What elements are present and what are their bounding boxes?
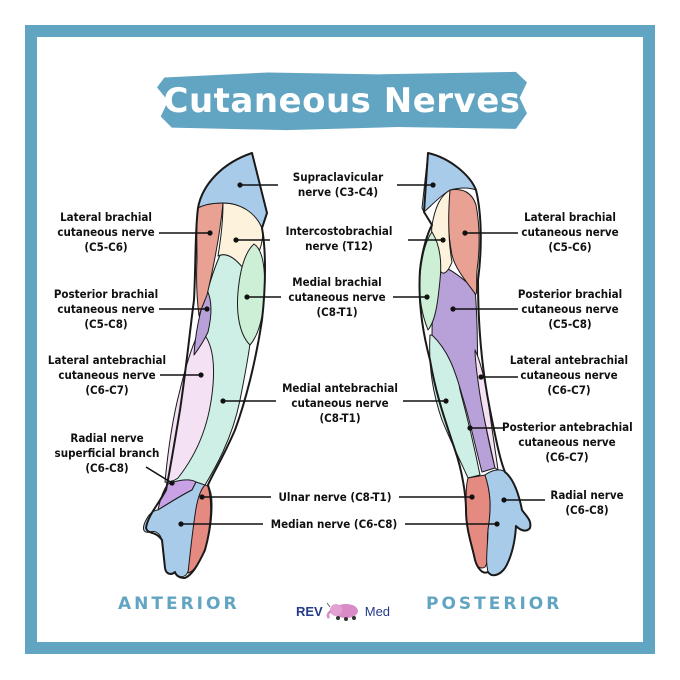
label-line: Intercostobrachial xyxy=(285,224,393,238)
anterior-label-lateral-brachial: Lateral brachial cutaneous nerve (C5-C6) xyxy=(52,210,160,255)
logo-text-rev: REV xyxy=(296,603,323,619)
posterior-label-posterior-antebrachial: Posterior antebrachial cutaneous nerve (… xyxy=(502,420,633,465)
label-line: Posterior brachial xyxy=(53,287,159,301)
label-line: cutaneous nerve xyxy=(57,302,155,316)
label-medial-brachial: Medial brachial cutaneous nerve (C8-T1) xyxy=(280,275,394,320)
label-line: Radial nerve xyxy=(550,488,624,502)
posterior-label-radial: Radial nerve (C6-C8) xyxy=(545,488,629,518)
label-intercostobrachial: Intercostobrachial nerve (T12) xyxy=(270,224,408,254)
label-line: cutaneous nerve xyxy=(521,302,619,316)
label-line: Lateral antebrachial xyxy=(509,353,629,367)
title-banner xyxy=(157,71,527,131)
label-line: nerve (C3-C4) xyxy=(297,185,379,199)
leader-dots xyxy=(169,182,507,527)
label-line: (C8-T1) xyxy=(319,411,361,425)
label-line: Lateral brachial xyxy=(60,210,152,224)
label-line: (C5-C8) xyxy=(548,317,592,331)
label-line: (C6-C7) xyxy=(547,383,591,397)
revmed-logo: REV Med xyxy=(296,600,390,622)
label-line: Ulnar nerve (C8-T1) xyxy=(278,490,392,504)
label-line: nerve (T12) xyxy=(305,239,373,253)
label-line: cutaneous nerve xyxy=(291,396,389,410)
view-label-posterior: POSTERIOR xyxy=(426,594,563,614)
posterior-arm xyxy=(418,152,532,577)
label-line: Medial brachial xyxy=(292,275,382,289)
posterior-label-lateral-antebrachial: Lateral antebrachial cutaneous nerve (C6… xyxy=(508,353,630,398)
label-line: (C5-C8) xyxy=(84,317,128,331)
label-line: (C6-C8) xyxy=(85,461,129,475)
region-lateral-brachial-posterior xyxy=(447,189,480,295)
label-line: cutaneous nerve xyxy=(521,225,619,239)
label-median: Median nerve (C6-C8) xyxy=(264,517,404,532)
label-line: Supraclavicular xyxy=(292,170,384,184)
elephant-icon xyxy=(326,602,358,621)
label-line: superficial branch xyxy=(54,446,160,460)
label-line: (C5-C6) xyxy=(84,240,128,254)
region-radial-posterior xyxy=(484,469,531,576)
region-posterior-brachial xyxy=(193,289,212,356)
posterior-label-posterior-brachial: Posterior brachial cutaneous nerve (C5-C… xyxy=(512,287,628,332)
label-line: Radial nerve xyxy=(70,431,144,445)
label-line: cutaneous nerve xyxy=(57,225,155,239)
label-line: Median nerve (C6-C8) xyxy=(270,517,398,531)
label-line: (C6-C8) xyxy=(565,503,609,517)
leader-lines xyxy=(145,184,545,525)
label-line: Posterior brachial xyxy=(517,287,623,301)
label-line: cutaneous nerve xyxy=(518,435,616,449)
label-line: cutaneous nerve xyxy=(288,290,386,304)
label-supraclavicular: Supraclavicular nerve (C3-C4) xyxy=(280,170,396,200)
label-line: cutaneous nerve xyxy=(520,368,618,382)
label-line: Lateral brachial xyxy=(524,210,616,224)
anterior-label-posterior-brachial: Posterior brachial cutaneous nerve (C5-C… xyxy=(48,287,164,332)
label-line: Posterior antebrachial xyxy=(502,420,633,434)
posterior-label-lateral-brachial: Lateral brachial cutaneous nerve (C5-C6) xyxy=(516,210,624,255)
anterior-label-lateral-antebrachial: Lateral antebrachial cutaneous nerve (C6… xyxy=(46,353,168,398)
label-line: (C6-C7) xyxy=(85,383,129,397)
label-line: (C6-C7) xyxy=(545,450,589,464)
page-title: Cutaneous Nerves xyxy=(163,81,521,121)
anterior-label-radial-superficial: Radial nerve superficial branch (C6-C8) xyxy=(52,431,162,476)
label-line: Medial antebrachial xyxy=(282,381,398,395)
label-medial-antebrachial: Medial antebrachial cutaneous nerve (C8-… xyxy=(275,381,405,426)
label-line: (C8-T1) xyxy=(316,305,358,319)
label-line: cutaneous nerve xyxy=(58,368,156,382)
label-line: Lateral antebrachial xyxy=(47,353,167,367)
logo-text-med: Med xyxy=(364,603,391,619)
label-line: (C5-C6) xyxy=(548,240,592,254)
label-ulnar: Ulnar nerve (C8-T1) xyxy=(272,490,398,505)
view-label-anterior: ANTERIOR xyxy=(118,594,240,614)
anterior-arm xyxy=(143,152,268,579)
page-frame xyxy=(25,25,655,654)
